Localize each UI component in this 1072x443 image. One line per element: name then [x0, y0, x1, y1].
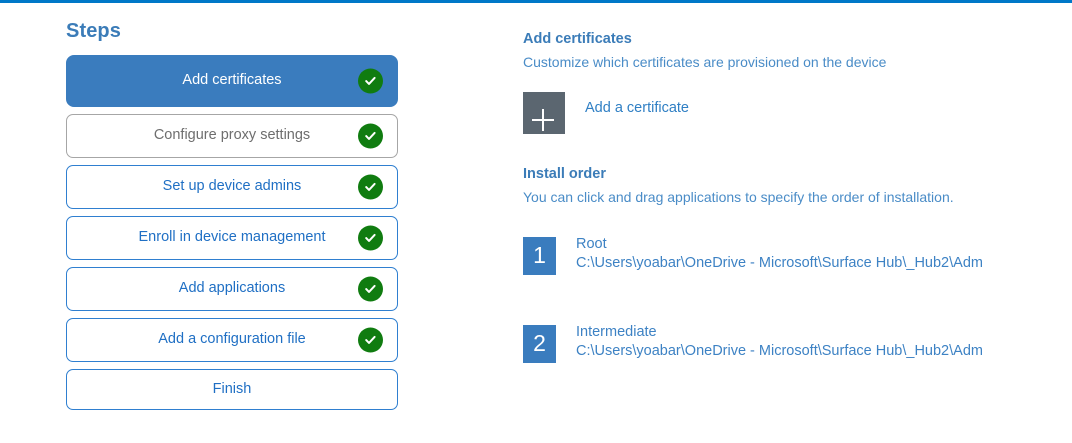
install-order-name: Root: [576, 235, 607, 252]
install-order-number: 2: [523, 324, 556, 363]
step-label: Set up device admins: [162, 178, 302, 195]
add-a-certificate-label: Add a certificate: [585, 100, 689, 117]
add-a-certificate-button[interactable]: Add a certificate: [523, 92, 723, 135]
step-label: Finish: [212, 380, 252, 397]
step-label: Add applications: [178, 280, 286, 297]
step-button-add-a-configuration-file[interactable]: Add a configuration file: [66, 318, 398, 362]
check-circle-icon: [358, 174, 383, 200]
detail-panel: Add certificates Customize which certifi…: [523, 30, 1063, 413]
step-label: Configure proxy settings: [153, 127, 311, 144]
install-order-name: Intermediate: [576, 323, 657, 340]
steps-title: Steps: [66, 20, 121, 42]
add-certificates-description: Customize which certificates are provisi…: [523, 54, 887, 71]
check-circle-icon: [358, 225, 383, 251]
add-certificates-section: Add certificates Customize which certifi…: [523, 30, 1063, 135]
check-circle-icon: [358, 276, 383, 302]
step-button-add-applications[interactable]: Add applications: [66, 267, 398, 311]
step-button-finish[interactable]: Finish: [66, 369, 398, 410]
check-circle-icon: [358, 327, 383, 353]
step-button-set-up-device-admins[interactable]: Set up device admins: [66, 165, 398, 209]
install-order-number: 1: [523, 236, 556, 275]
install-order-section: Install order You can click and drag app…: [523, 165, 1063, 363]
check-circle-icon: [358, 123, 383, 149]
step-label: Add certificates: [182, 72, 282, 89]
add-certificates-heading: Add certificates: [523, 31, 632, 47]
check-circle-icon: [358, 68, 383, 94]
step-button-enroll-in-device-management[interactable]: Enroll in device management: [66, 216, 398, 260]
step-label: Enroll in device management: [138, 229, 326, 246]
install-order-path: C:\Users\yoabar\OneDrive - Microsoft\Sur…: [576, 343, 983, 360]
step-button-add-certificates[interactable]: Add certificates: [66, 55, 398, 107]
plus-icon: [523, 92, 565, 135]
step-label: Add a configuration file: [158, 331, 306, 348]
install-order-heading: Install order: [523, 166, 606, 183]
top-accent-rule: [0, 0, 1072, 3]
step-button-configure-proxy-settings[interactable]: Configure proxy settings: [66, 114, 398, 158]
install-order-path: C:\Users\yoabar\OneDrive - Microsoft\Sur…: [576, 255, 983, 272]
install-order-description: You can click and drag applications to s…: [523, 189, 954, 206]
